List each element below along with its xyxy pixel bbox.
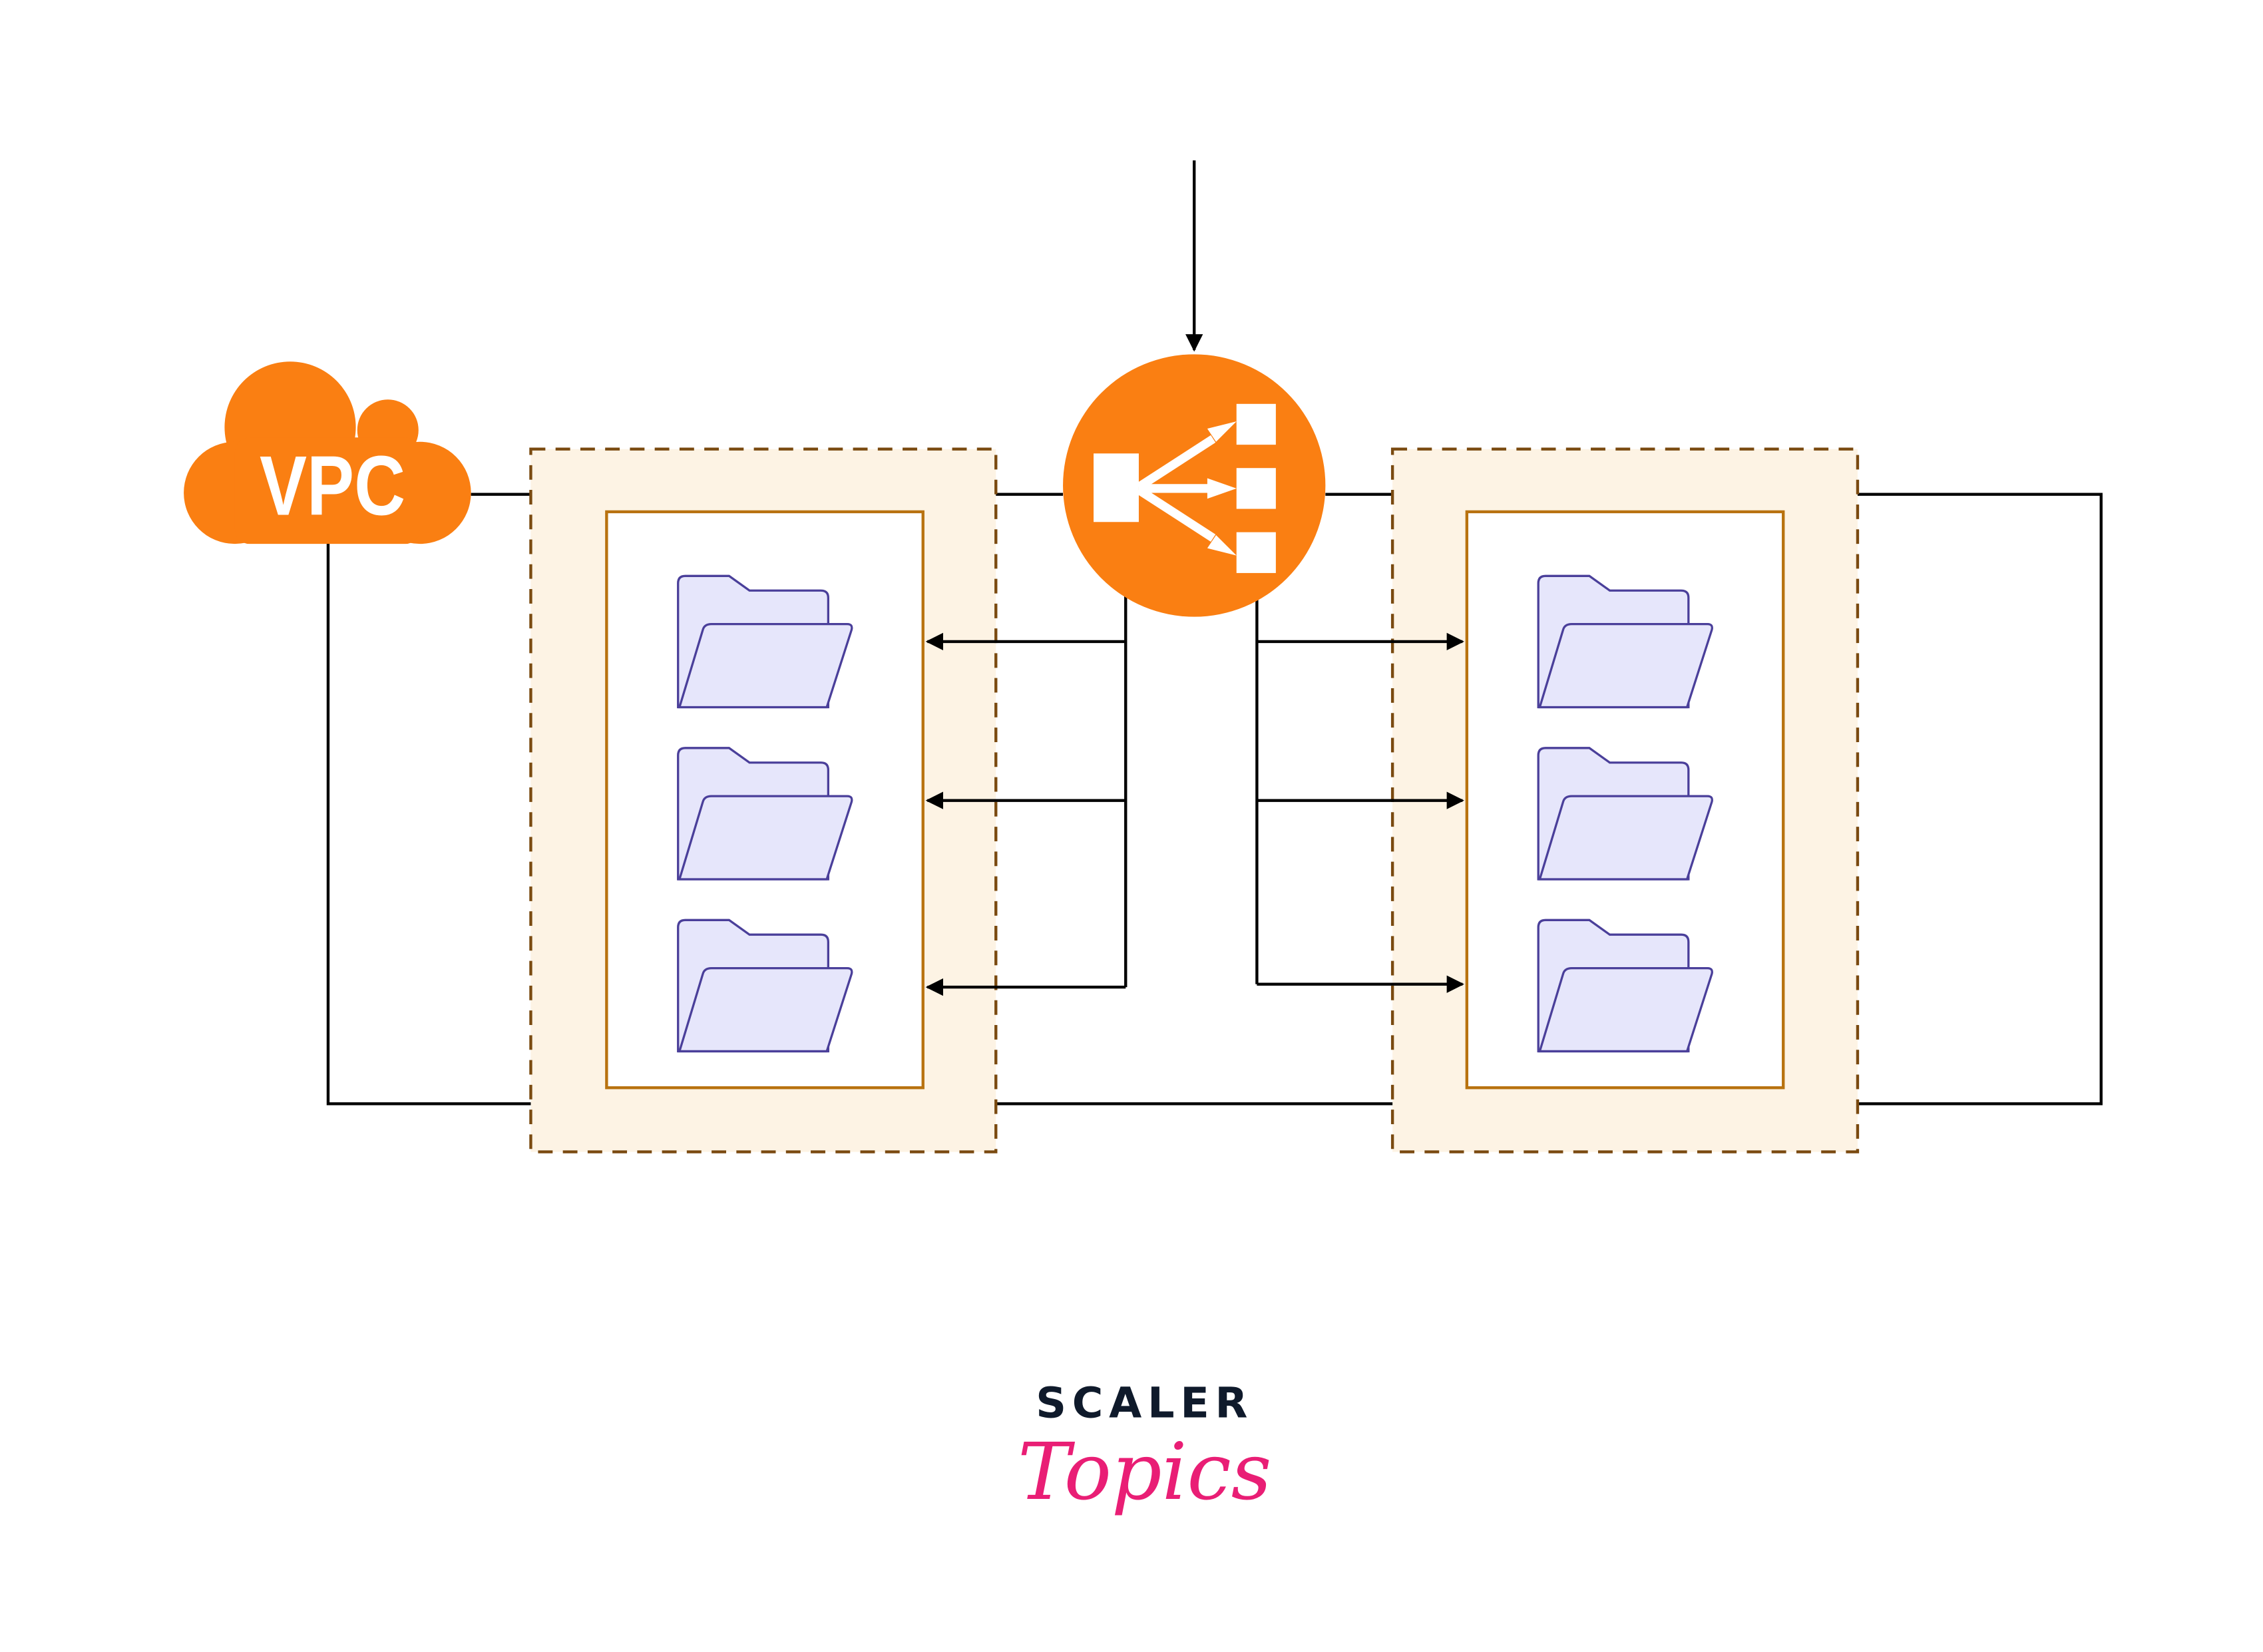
vpc-label: VPC — [260, 438, 405, 532]
load-balancer-icon — [1063, 354, 1326, 617]
availability-zone-left — [529, 447, 998, 1153]
vpc-cloud: VPC — [184, 361, 471, 544]
connectors-left — [925, 590, 1128, 996]
connectors-right — [1255, 590, 1464, 993]
folder-icon — [1537, 747, 1713, 881]
folder-icon — [677, 747, 853, 881]
cloud-icon — [184, 361, 471, 544]
logo-sub: Topics — [1018, 1426, 1271, 1518]
availability-zone-right — [1390, 447, 1860, 1153]
folder-icon — [1537, 574, 1713, 709]
logo-brand: SCALER — [1036, 1378, 1253, 1427]
scaler-topics-logo: SCALER Topics — [1018, 1378, 1271, 1518]
folder-icon — [1537, 919, 1713, 1053]
folder-icon — [677, 919, 853, 1053]
folder-icon — [677, 574, 853, 709]
